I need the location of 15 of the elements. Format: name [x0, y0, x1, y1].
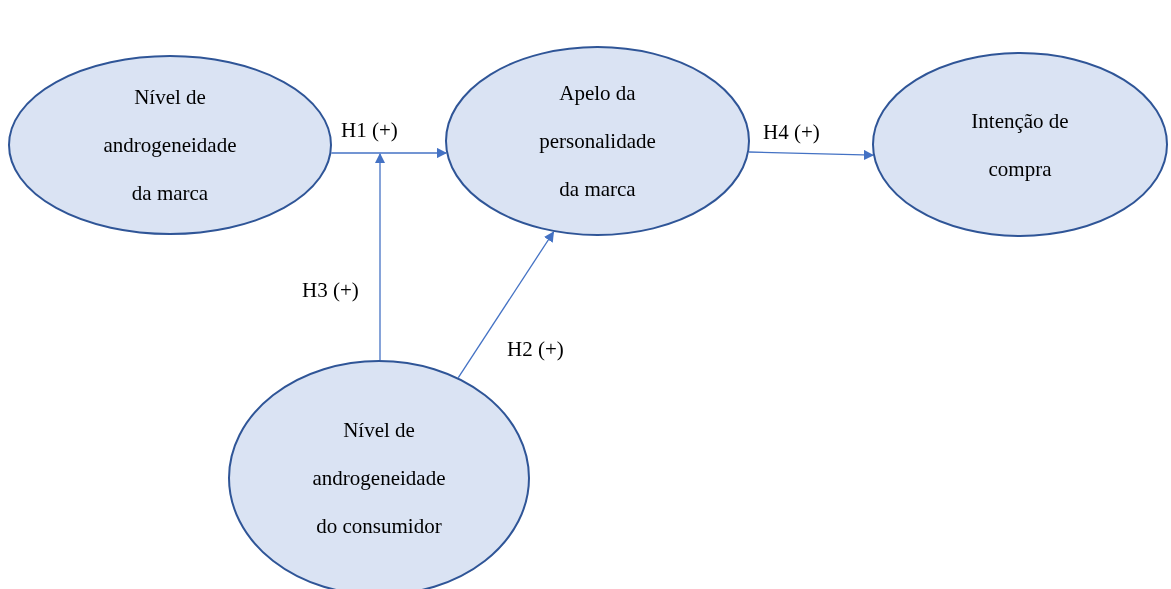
ellipse-node: [445, 46, 750, 236]
edge-label: H3 (+): [302, 278, 359, 302]
ellipse-node: [8, 55, 332, 235]
arrow: [374, 152, 386, 361]
edge-label: H1 (+): [341, 118, 398, 142]
ellipse-node: [872, 52, 1168, 237]
arrow: [457, 231, 555, 379]
arrow: [330, 147, 448, 159]
edge-label: H4 (+): [763, 120, 820, 144]
node-label: Nível de androgeneidade da marca: [102, 84, 238, 207]
node-label: Intenção de compra: [970, 107, 1070, 183]
edge-label: H2 (+): [507, 337, 564, 361]
arrow: [748, 149, 875, 161]
node-label: Nível de androgeneidade do consumidor: [311, 417, 447, 540]
node-label: Apelo da personalidade da marca: [538, 80, 657, 203]
